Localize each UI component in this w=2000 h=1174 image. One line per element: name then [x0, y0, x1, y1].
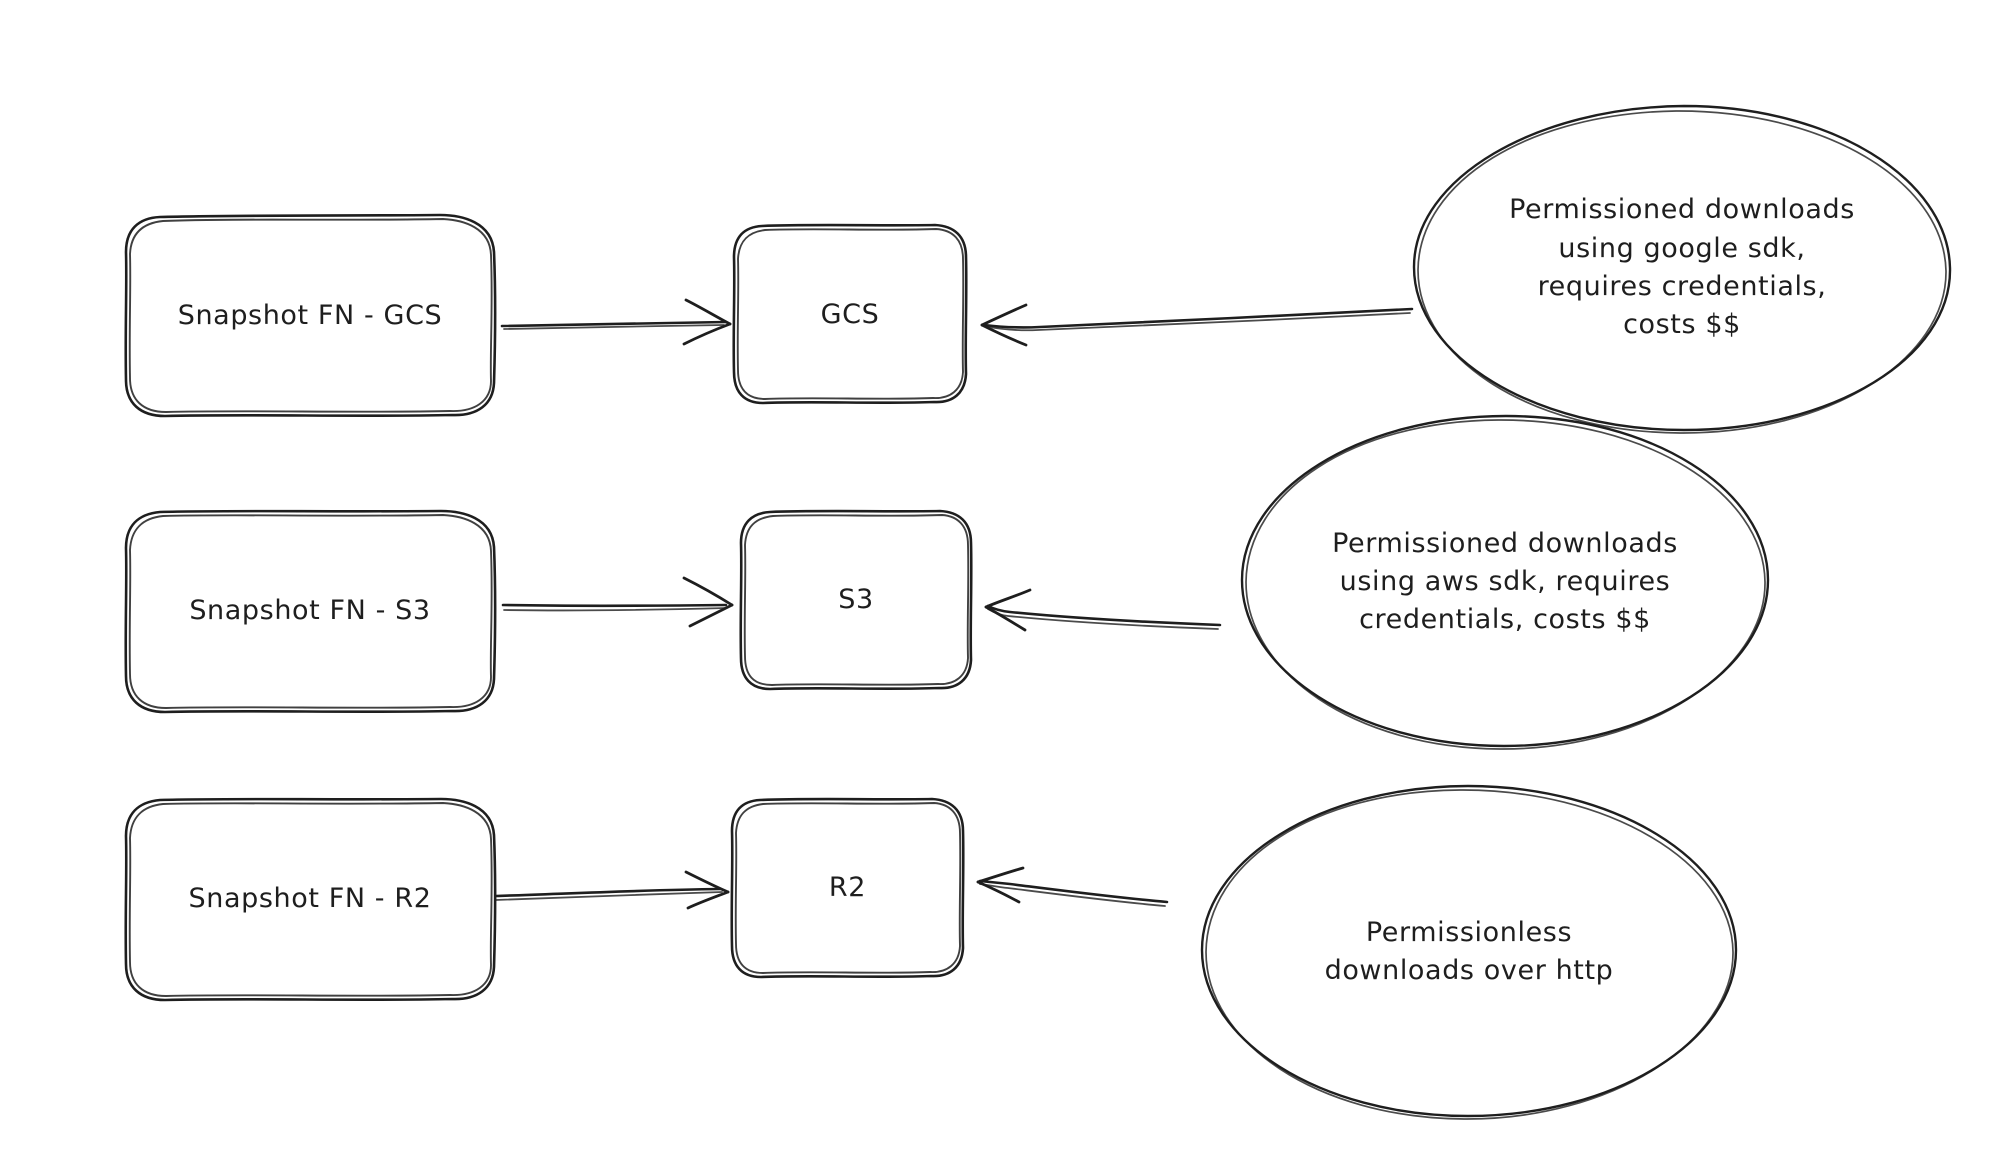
note-ellipse-gcs[interactable] — [1412, 104, 1952, 434]
store-box-s3[interactable] — [739, 509, 973, 691]
note-ellipse-r2[interactable] — [1200, 784, 1738, 1120]
source-box-r2[interactable] — [124, 797, 497, 1002]
store-box-gcs[interactable] — [732, 223, 968, 405]
source-box-s3[interactable] — [124, 509, 497, 714]
arrow-s3-note-to-store — [984, 588, 1222, 632]
arrow-gcs-note-to-store — [980, 303, 1414, 347]
note-ellipse-s3[interactable] — [1240, 414, 1770, 750]
arrow-r2-note-to-store — [976, 866, 1169, 907]
arrow-s3-source-to-store — [501, 576, 734, 628]
source-box-gcs[interactable] — [124, 213, 497, 418]
arrow-gcs-source-to-store — [500, 298, 732, 346]
store-box-r2[interactable] — [730, 797, 965, 979]
arrow-r2-source-to-store — [494, 870, 730, 910]
